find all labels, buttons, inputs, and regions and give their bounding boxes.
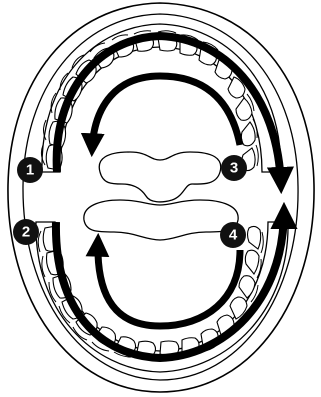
marker-4: 4 [220,222,246,248]
marker-1-label: 1 [26,162,34,179]
marker-1: 1 [17,157,43,183]
marker-2-label: 2 [22,224,30,241]
marker-3-label: 3 [230,160,238,177]
marker-2: 2 [13,219,39,245]
marker-3: 3 [221,155,247,181]
marker-4-label: 4 [229,227,238,244]
